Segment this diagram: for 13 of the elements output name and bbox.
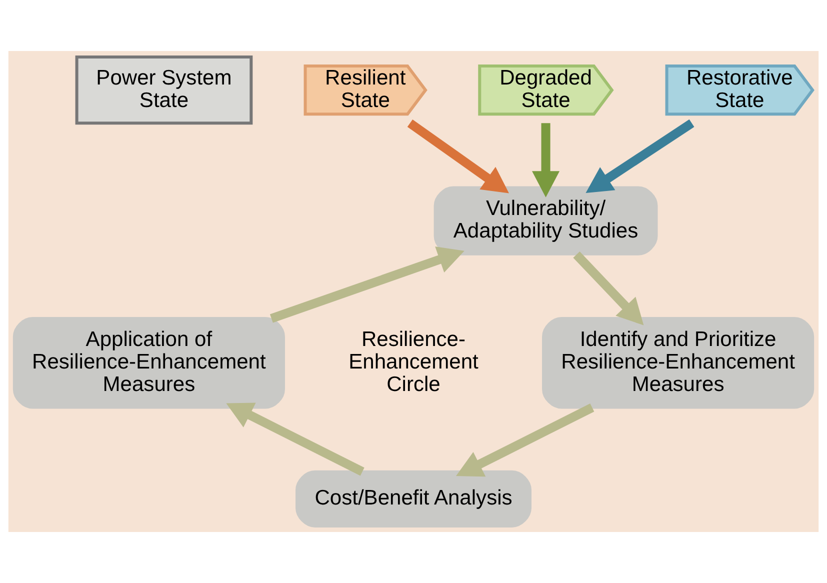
node-box: Vulnerability/ Adaptability Studies [434, 186, 658, 256]
arrow [407, 119, 509, 194]
arrow [532, 123, 560, 198]
label: Resilience- Enhancement Circle [348, 328, 478, 396]
node-box: Cost/Benefit Analysis [296, 470, 532, 528]
node-box: Identify and Prioritize Resilience-Enhancement Measures [542, 317, 814, 409]
arrow [573, 252, 644, 326]
arrow [456, 404, 594, 477]
arrow [270, 246, 464, 323]
arrow [586, 119, 694, 194]
node-box: Application of Resilience-Enhancement Measures [12, 317, 285, 409]
arrow [226, 402, 364, 476]
node-box: Power System State [75, 56, 253, 125]
